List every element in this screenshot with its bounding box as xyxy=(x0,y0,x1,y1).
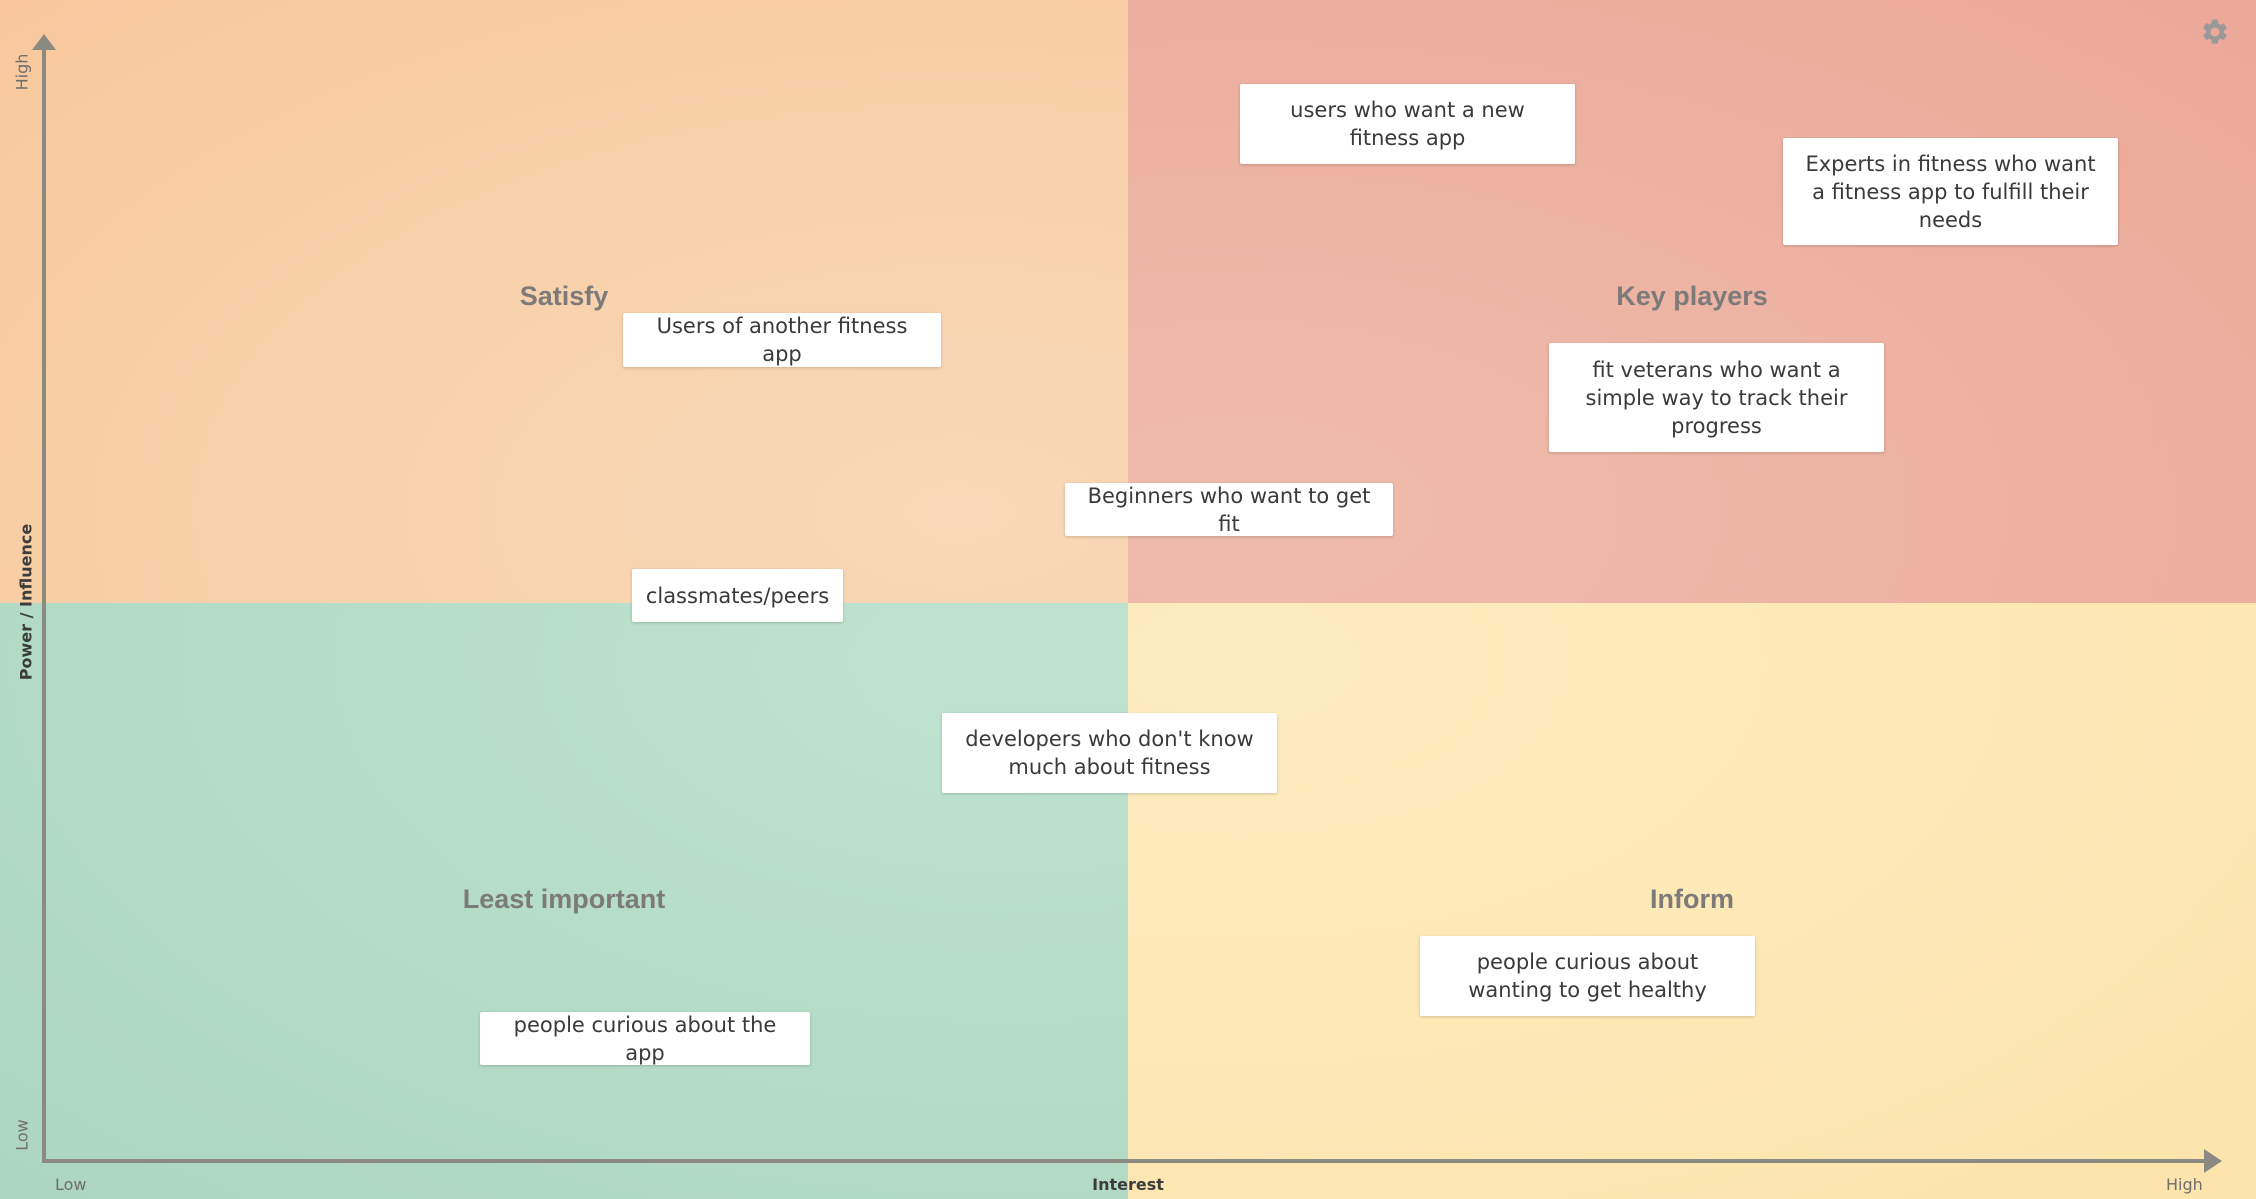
y-axis-title: Power / Influence xyxy=(16,523,36,681)
quadrant-title-inform: Inform xyxy=(1650,884,1734,914)
quadrant-title-satisfy: Satisfy xyxy=(519,281,609,311)
quadrant-least-important xyxy=(0,603,1128,1199)
x-axis-low-label: Low xyxy=(55,1175,87,1194)
quadrant-inform xyxy=(1128,603,2256,1199)
y-axis-high-label: High xyxy=(12,53,32,91)
sticky-note[interactable]: developers who don't know much about fit… xyxy=(942,713,1277,793)
sticky-note[interactable]: Beginners who want to get fit xyxy=(1065,483,1393,536)
quadrant-title-least-important: Least important xyxy=(462,884,666,914)
x-axis-high-label: High xyxy=(2166,1175,2203,1194)
sticky-note[interactable]: Users of another fitness app xyxy=(623,313,941,367)
sticky-note[interactable]: people curious about the app xyxy=(480,1012,810,1065)
gear-icon[interactable] xyxy=(2200,17,2230,47)
gear-icon-glyph xyxy=(2203,19,2227,44)
sticky-note[interactable]: users who want a new fitness app xyxy=(1240,84,1575,164)
sticky-note[interactable]: Experts in fitness who want a fitness ap… xyxy=(1783,138,2118,245)
quadrant-title-key-players: Key players xyxy=(1616,281,1768,311)
sticky-note[interactable]: classmates/peers xyxy=(632,569,843,622)
sticky-note[interactable]: fit veterans who want a simple way to tr… xyxy=(1549,343,1884,452)
y-axis-low-label: Low xyxy=(12,1119,32,1151)
quadrant-satisfy xyxy=(0,0,1128,603)
x-axis-title: Interest xyxy=(1092,1175,1164,1194)
sticky-note[interactable]: people curious about wanting to get heal… xyxy=(1420,936,1755,1016)
